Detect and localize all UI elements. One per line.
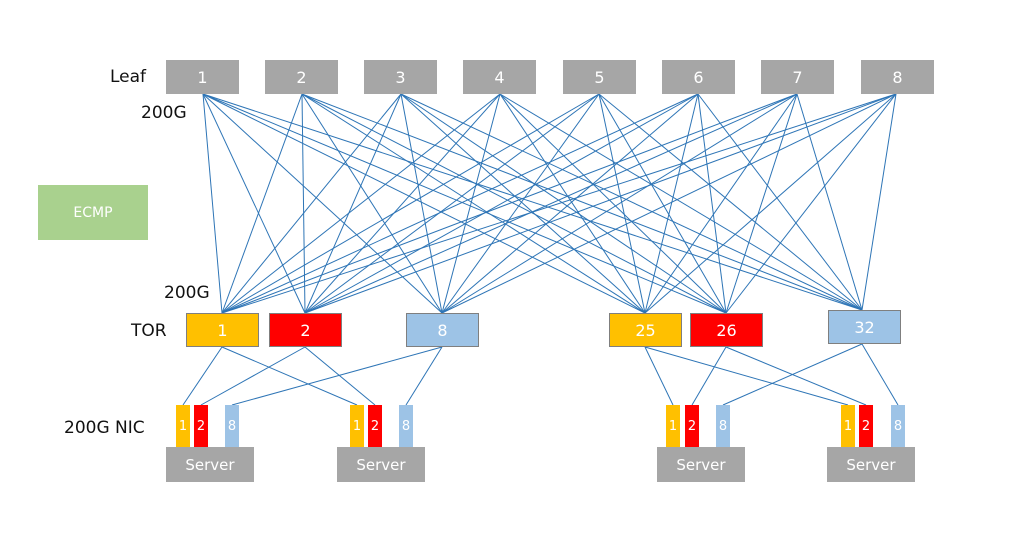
leaf-tor-link (301, 93, 306, 314)
tor-nic-link (691, 346, 727, 406)
tor-switch: 8 (406, 313, 479, 347)
nic-port: 2 (685, 405, 699, 447)
nic-port: 8 (225, 405, 239, 447)
leaf-tor-link (441, 93, 699, 314)
leaf-tor-link (644, 93, 897, 314)
leaf-tor-link (301, 93, 863, 311)
server-box: Server (827, 447, 915, 482)
tor-speed-label: 200G (164, 283, 210, 303)
leaf-tor-link (221, 93, 798, 314)
leaf-tor-link (499, 93, 863, 311)
leaf-tor-link (304, 93, 798, 314)
leaf-switch: 5 (563, 60, 636, 94)
leaf-tor-link (499, 93, 646, 314)
leaf-tor-link (304, 93, 699, 314)
leaf-tor-link (221, 93, 501, 314)
nic-port: 2 (194, 405, 208, 447)
server-box: Server (337, 447, 425, 482)
leaf-tor-link (221, 93, 897, 314)
nic-port: 2 (368, 405, 382, 447)
leaf-row-label: Leaf (110, 67, 147, 87)
leaf-switch: 2 (265, 60, 338, 94)
leaf-tor-link (301, 93, 727, 314)
leaf-tor-link (644, 93, 699, 314)
tor-switch: 1 (186, 313, 259, 347)
leaf-switch: 4 (463, 60, 536, 94)
nic-port: 8 (716, 405, 730, 447)
tor-nic-link (182, 346, 223, 406)
tor-switch: 32 (828, 310, 901, 344)
leaf-tor-link (400, 93, 863, 311)
leaf-tor-link (221, 93, 600, 314)
leaf-tor-link (697, 93, 727, 314)
tor-nic-link (200, 346, 306, 406)
leaf-tor-link (304, 93, 897, 314)
tor-switch: 26 (690, 313, 763, 347)
leaf-tor-link (441, 93, 600, 314)
leaf-tor-link (202, 93, 863, 311)
leaf-tor-link (202, 93, 223, 314)
leaf-tor-link (441, 93, 501, 314)
server-box: Server (657, 447, 745, 482)
nic-row-label: 200G NIC (64, 418, 145, 438)
leaf-switch: 3 (364, 60, 437, 94)
tor-nic-link (722, 343, 863, 406)
leaf-tor-link (304, 93, 402, 314)
nic-port: 1 (176, 405, 190, 447)
leaf-tor-link (221, 93, 699, 314)
tor-nic-link (221, 346, 358, 406)
leaf-switch: 1 (166, 60, 239, 94)
leaf-tor-link (725, 93, 798, 314)
leaf-tor-link (304, 93, 501, 314)
leaf-switch: 8 (861, 60, 934, 94)
nic-port: 1 (841, 405, 855, 447)
leaf-tor-link (725, 93, 897, 314)
leaf-tor-link (221, 93, 303, 314)
leaf-tor-link (499, 93, 727, 314)
leaf-tor-link (644, 93, 798, 314)
leaf-tor-link (202, 93, 727, 314)
tor-nic-link (231, 346, 443, 406)
leaf-tor-link (221, 93, 402, 314)
leaf-tor-link (304, 93, 600, 314)
tor-nic-link (405, 346, 443, 406)
tor-nic-link (861, 343, 899, 406)
leaf-tor-link (400, 93, 646, 314)
tor-nic-link (304, 346, 376, 406)
leaf-switch: 7 (761, 60, 834, 94)
tor-nic-link (725, 346, 867, 406)
leaf-tor-link (301, 93, 443, 314)
nic-port: 1 (666, 405, 680, 447)
leaf-tor-link (796, 93, 863, 311)
leaf-tor-link (697, 93, 863, 311)
leaf-tor-link (202, 93, 646, 314)
leaf-tor-link (861, 93, 897, 311)
nic-port: 8 (891, 405, 905, 447)
tor-row-label: TOR (131, 321, 167, 341)
leaf-tor-link (598, 93, 727, 314)
server-box: Server (166, 447, 254, 482)
tor-nic-link (644, 346, 849, 406)
leaf-switch: 6 (662, 60, 735, 94)
tor-switch: 2 (269, 313, 342, 347)
leaf-speed-label: 200G (141, 103, 187, 123)
tor-switch: 25 (609, 313, 682, 347)
leaf-tor-link (441, 93, 897, 314)
leaf-tor-link (598, 93, 646, 314)
leaf-tor-link (400, 93, 443, 314)
leaf-tor-link (598, 93, 863, 311)
nic-port: 8 (399, 405, 413, 447)
leaf-tor-link (400, 93, 727, 314)
nic-port: 1 (350, 405, 364, 447)
ecmp-badge: ECMP (38, 185, 148, 240)
tor-nic-link (644, 346, 674, 406)
leaf-tor-link (202, 93, 306, 314)
leaf-tor-link (441, 93, 798, 314)
leaf-tor-link (301, 93, 646, 314)
nic-port: 2 (859, 405, 873, 447)
